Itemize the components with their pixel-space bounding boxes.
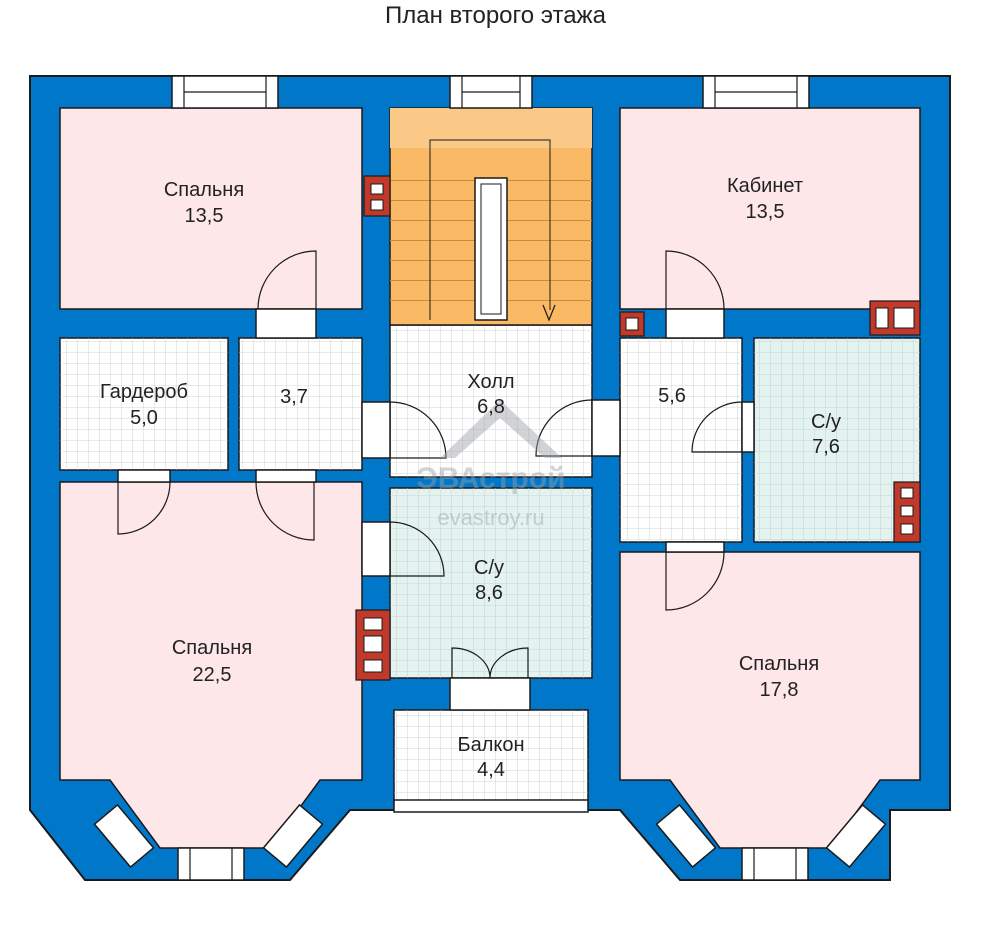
room-area-bath-e: 7,6 <box>812 436 840 458</box>
chimneys <box>355 175 921 681</box>
room-labels: Спальня 13,5 Гардероб 5,0 3,7 Холл 6,8 К… <box>100 175 841 781</box>
stair-railing <box>429 139 551 320</box>
room-name-bath-c: С/у <box>474 557 504 579</box>
room-area-cabinet: 13,5 <box>746 201 785 223</box>
door-swings <box>117 250 743 679</box>
stair-direction-arrow <box>542 304 556 322</box>
tile-pattern <box>239 338 362 470</box>
room-name-wardrobe: Гардероб <box>100 381 188 403</box>
room-name-cabinet: Кабинет <box>727 175 803 197</box>
room-area-hall: 6,8 <box>477 396 505 418</box>
stair-landing <box>390 108 592 148</box>
room-name-bedroom-se: Спальня <box>739 653 819 675</box>
tile-pattern <box>754 338 920 542</box>
watermark-line1: ЭВАстрой <box>416 462 565 495</box>
room-name-bedroom-nw: Спальня <box>164 179 244 201</box>
room-area-wardrobe: 5,0 <box>130 407 158 429</box>
room-area-bath-c: 8,6 <box>475 582 503 604</box>
tile-pattern <box>394 710 588 806</box>
angled-windows <box>93 803 887 869</box>
room-area-closet: 3,7 <box>280 386 308 408</box>
tile-pattern <box>620 338 742 542</box>
room-bedroom-nw <box>59 107 363 310</box>
door-openings <box>117 308 755 711</box>
room-name-bedroom-sw: Спальня <box>172 637 252 659</box>
watermark: ЭВАстрой evastroy.ru <box>416 400 566 530</box>
tile-pattern <box>60 338 228 470</box>
room-name-bath-e: С/у <box>811 411 841 433</box>
room-area-bedroom-sw: 22,5 <box>193 664 232 686</box>
plan-title: План второго этажа <box>385 2 606 29</box>
room-name-hall: Холл <box>467 371 514 393</box>
stair-well-inner <box>480 183 502 315</box>
window-mullions <box>183 76 798 880</box>
tile-pattern <box>390 325 592 477</box>
room-area-balcony: 4,4 <box>477 759 505 781</box>
room-area-bedroom-nw: 13,5 <box>185 205 224 227</box>
tile-pattern <box>390 488 592 678</box>
stair-well <box>474 177 508 321</box>
room-area-bedroom-se: 17,8 <box>760 679 799 701</box>
room-name-balcony: Балкон <box>457 734 524 756</box>
watermark-line2: evastroy.ru <box>437 505 544 530</box>
room-area-storage: 5,6 <box>658 385 686 407</box>
